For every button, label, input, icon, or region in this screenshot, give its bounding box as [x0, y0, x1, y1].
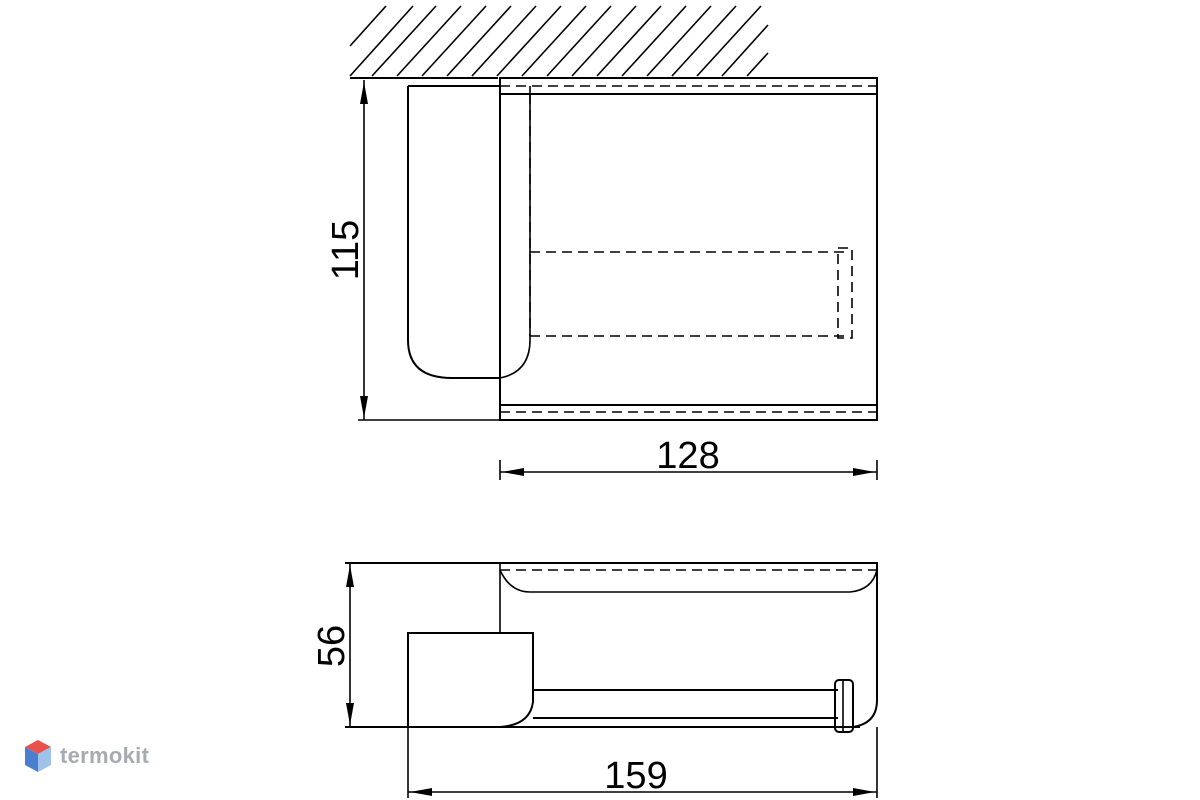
dimension-width-top: 159	[407, 727, 878, 798]
cube-logo-icon	[25, 740, 51, 772]
wall-bracket	[407, 86, 500, 379]
wall-hatching	[349, 5, 769, 79]
top-view	[345, 562, 878, 733]
watermark-logo: termokit	[24, 736, 149, 776]
cover-plate-top	[500, 562, 878, 728]
cover-plate	[499, 77, 878, 421]
dimension-width-front: 128	[499, 435, 878, 480]
front-view	[407, 77, 878, 421]
watermark-text: termokit	[60, 743, 150, 768]
dimension-height-front: 115	[325, 80, 500, 421]
label-width-front: 128	[656, 435, 719, 477]
dimension-depth-top: 56	[311, 563, 354, 727]
hidden-spindle-cap	[837, 247, 853, 339]
spindle-cap	[834, 679, 854, 733]
wall-bracket-top	[407, 632, 534, 728]
label-depth-top: 56	[311, 625, 353, 667]
label-height-front: 115	[325, 220, 367, 281]
label-width-top: 159	[604, 755, 667, 797]
